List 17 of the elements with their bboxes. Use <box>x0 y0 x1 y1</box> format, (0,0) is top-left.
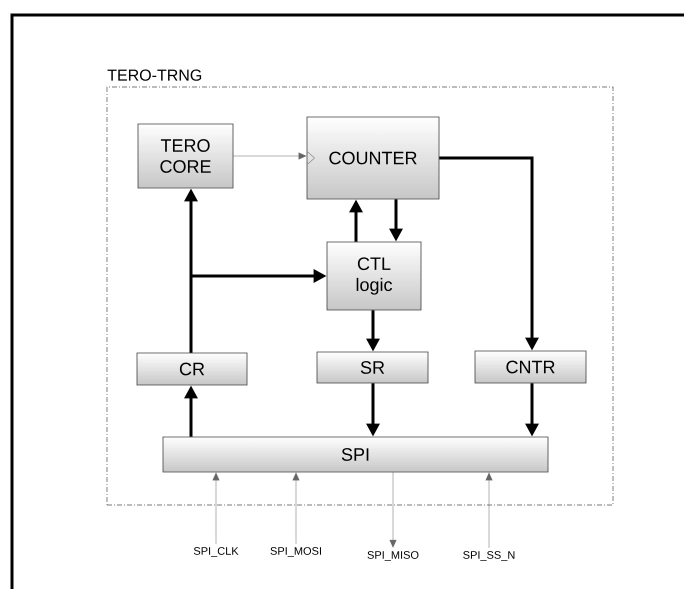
arrow <box>390 472 396 548</box>
register-box: CR <box>136 352 248 386</box>
arrow <box>486 472 492 548</box>
signal-label: SPI_CLK <box>194 547 238 557</box>
node-label: TERO-TRNG <box>108 69 202 81</box>
arrow <box>212 472 220 544</box>
signal-label: SPI_SS_N <box>463 551 514 561</box>
signal-label: SPI_MOSI <box>270 547 321 557</box>
interface-bar: SPI <box>162 436 548 472</box>
register-box: CNTR <box>474 350 586 384</box>
counter-box: COUNTER <box>306 116 440 200</box>
process-box: TERO CORE <box>138 124 234 188</box>
arrow <box>233 152 306 160</box>
arrow <box>292 472 300 544</box>
register-box: SR <box>316 352 428 384</box>
signal-label: SPI_MISO <box>368 551 418 561</box>
process-box: CTL logic <box>326 242 422 310</box>
